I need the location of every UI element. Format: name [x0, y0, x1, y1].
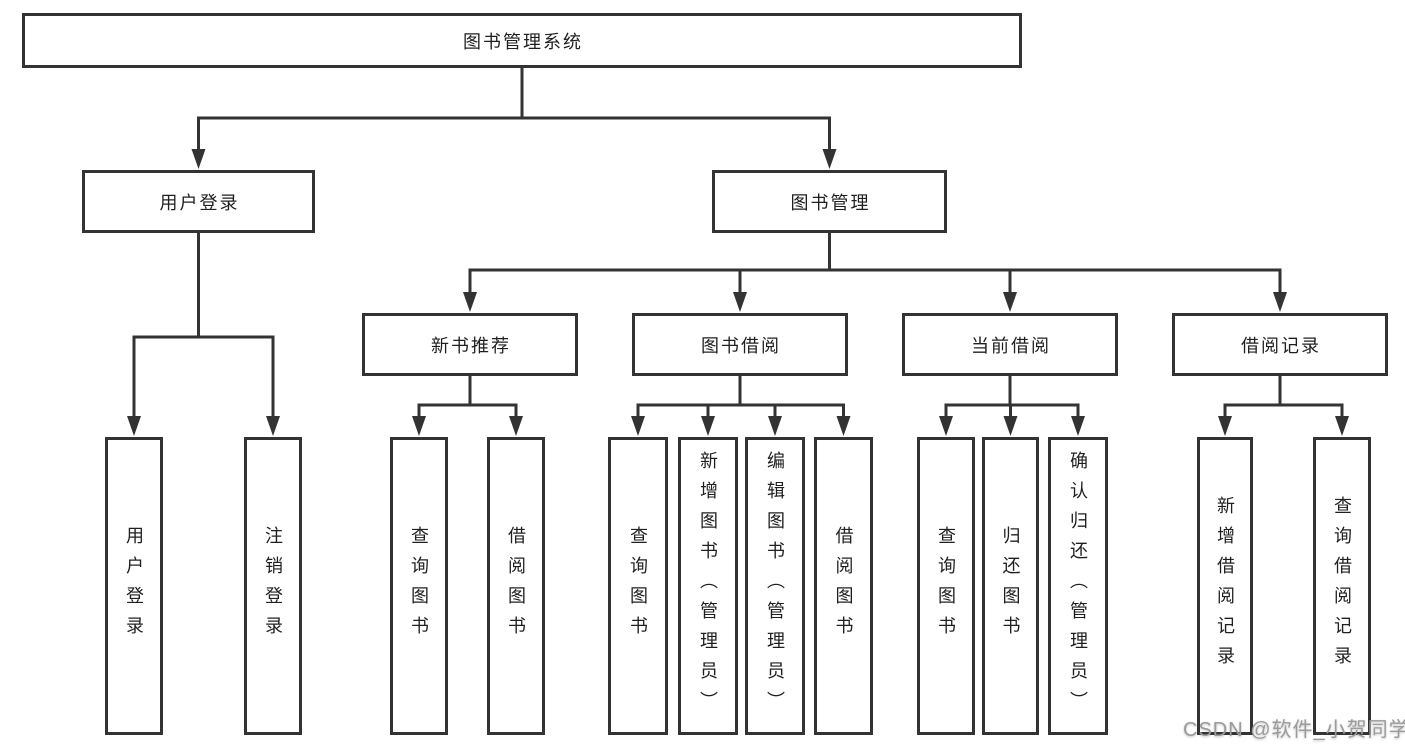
arrowhead-icon — [631, 416, 645, 436]
node-borrow-records: 借阅记录 — [1172, 313, 1388, 376]
node-label-records-query-record: 查询借阅记录 — [1332, 496, 1352, 676]
node-label-borrow-query-books: 查询图书 — [628, 526, 648, 646]
node-book-borrow: 图书借阅 — [632, 313, 848, 376]
arrowhead-icon — [509, 416, 523, 436]
node-label-current-return-books: 归还图书 — [1000, 526, 1021, 646]
node-label-book-borrow: 图书借阅 — [701, 335, 781, 356]
node-user-login: 用户登录 — [82, 170, 315, 233]
arrowhead-icon — [733, 292, 747, 312]
arrowhead-icon — [768, 416, 782, 436]
node-label-recommend-query-books: 查询图书 — [409, 526, 429, 646]
arrowhead-icon — [1003, 416, 1018, 436]
arrowhead-icon — [1273, 292, 1287, 312]
node-current-query-books: 查询图书 — [917, 437, 975, 735]
arrowhead-icon — [836, 416, 851, 436]
arrowhead-icon — [1071, 416, 1085, 436]
arrowhead-icon — [822, 149, 837, 169]
csdn-watermark: CSDN @软件_小贺同学 — [1183, 719, 1405, 741]
node-label-current-borrow: 当前借阅 — [971, 335, 1051, 356]
node-label-system-root: 图书管理系统 — [463, 31, 583, 52]
node-label-current-query-books: 查询图书 — [936, 526, 956, 646]
node-label-borrow-borrow-books: 借阅图书 — [833, 526, 854, 646]
node-borrow-add-books-admin: 新增图书（管理员） — [678, 437, 738, 735]
node-borrow-query-books: 查询图书 — [608, 437, 668, 735]
node-label-borrow-add-books-admin: 新增图书（管理员） — [698, 451, 718, 721]
node-label-current-confirm-return-admin: 确认归还（管理员） — [1068, 451, 1088, 721]
node-label-borrow-records: 借阅记录 — [1241, 335, 1321, 356]
arrowhead-icon — [1335, 416, 1349, 436]
node-label-new-book-recommend: 新书推荐 — [431, 335, 511, 356]
node-new-book-recommend: 新书推荐 — [362, 313, 578, 376]
node-records-query-record: 查询借阅记录 — [1313, 437, 1371, 735]
node-label-user-login-leaf: 用户登录 — [124, 526, 144, 646]
node-label-borrow-edit-books-admin: 编辑图书（管理员） — [765, 451, 785, 721]
node-logout-leaf: 注销登录 — [244, 437, 302, 735]
arrowhead-icon — [266, 416, 280, 436]
arrowhead-icon — [1218, 416, 1232, 436]
node-label-logout-leaf: 注销登录 — [263, 526, 283, 646]
arrowhead-icon — [412, 416, 426, 436]
node-label-book-management: 图书管理 — [790, 192, 871, 213]
node-borrow-edit-books-admin: 编辑图书（管理员） — [745, 437, 805, 735]
node-label-user-login: 用户登录 — [159, 192, 240, 213]
node-borrow-borrow-books: 借阅图书 — [814, 437, 873, 735]
node-current-confirm-return-admin: 确认归还（管理员） — [1048, 437, 1108, 735]
node-current-borrow: 当前借阅 — [902, 313, 1118, 376]
node-label-records-add-record: 新增借阅记录 — [1215, 496, 1235, 676]
arrowhead-icon — [127, 416, 141, 436]
arrowhead-icon — [1003, 292, 1017, 312]
arrowhead-icon — [939, 416, 953, 436]
node-book-management: 图书管理 — [712, 170, 947, 233]
node-current-return-books: 归还图书 — [982, 437, 1039, 735]
node-system-root: 图书管理系统 — [22, 13, 1022, 68]
node-user-login-leaf: 用户登录 — [105, 437, 163, 735]
node-records-add-record: 新增借阅记录 — [1197, 437, 1253, 735]
arrowhead-icon — [191, 149, 206, 169]
arrowhead-icon — [701, 416, 715, 436]
node-label-recommend-borrow-books: 借阅图书 — [506, 526, 526, 646]
node-recommend-query-books: 查询图书 — [390, 437, 448, 735]
node-recommend-borrow-books: 借阅图书 — [487, 437, 545, 735]
arrowhead-icon — [463, 292, 477, 312]
